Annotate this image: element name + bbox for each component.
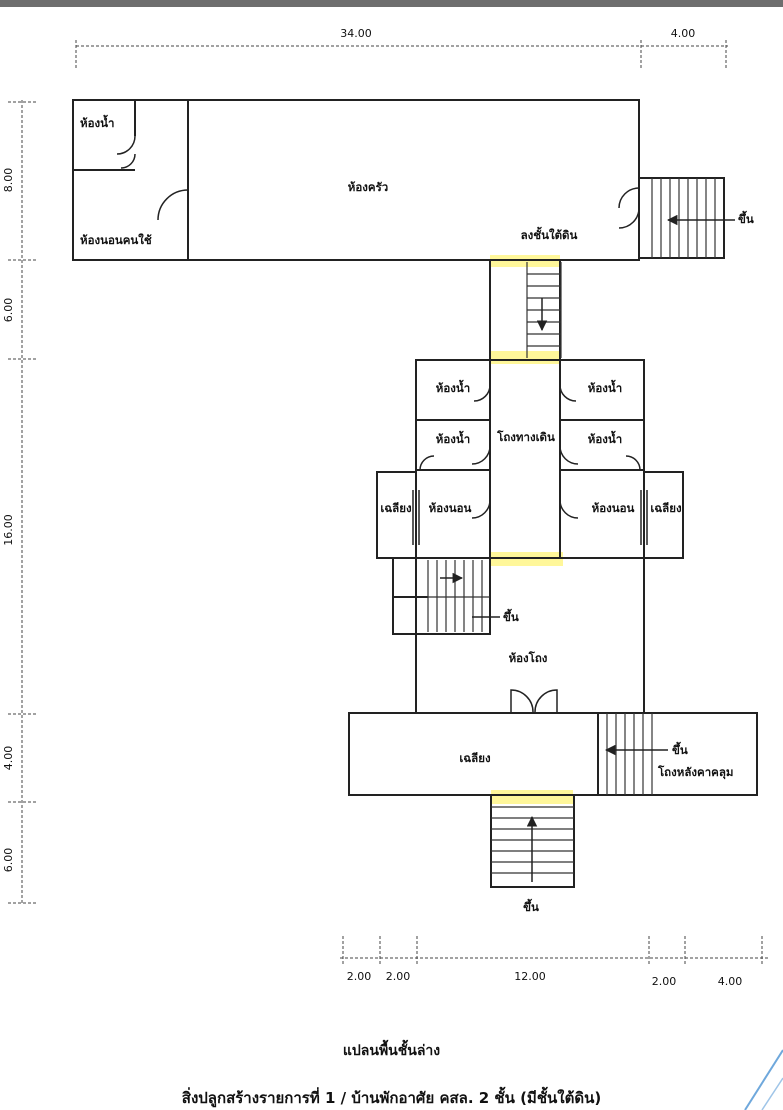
label-stairs-up-kitchen: ขึ้น (738, 210, 754, 226)
room-labels: ห้องน้ำ ห้องนอนคนใช้ ห้องครัว ขึ้น ลงชั้… (80, 114, 754, 914)
dim-left-1: 8.00 (2, 168, 15, 193)
dim-left-2: 6.00 (2, 298, 15, 323)
top-bar (0, 0, 783, 7)
dim-bottom-1: 2.00 (347, 970, 372, 983)
room-corridor: โถงทางเดิน (496, 429, 555, 444)
dim-bottom-4: 2.00 (652, 975, 677, 988)
room-bathroom-servant: ห้องน้ำ (80, 114, 114, 130)
stair-treads (427, 178, 716, 874)
dimension-labels: 34.00 4.00 8.00 6.00 16.00 4.00 6.00 2.0… (2, 27, 742, 988)
room-bath-lower-left: ห้องน้ำ (436, 430, 470, 446)
room-hall: ห้องโถง (509, 650, 548, 665)
dimension-lines (8, 40, 768, 966)
label-stairs-up-front: ขึ้น (523, 898, 539, 914)
room-bath-upper-left: ห้องน้ำ (436, 379, 470, 395)
plan-title: แปลนพื้นชั้นล่าง (342, 1043, 441, 1059)
room-front-veranda: เฉลียง (459, 751, 491, 765)
dim-left-4: 4.00 (2, 746, 15, 771)
room-veranda-left: เฉลียง (380, 501, 412, 515)
label-basement-stairs: ลงชั้นใต้ดิน (521, 226, 578, 242)
walls (72, 99, 758, 888)
room-bath-lower-right: ห้องน้ำ (588, 430, 622, 446)
floor-plan: 34.00 4.00 8.00 6.00 16.00 4.00 6.00 2.0… (2, 27, 768, 988)
label-stairs-up-side: ขึ้น (672, 741, 688, 757)
room-bedroom-right: ห้องนอน (592, 501, 635, 515)
dim-left-3: 16.00 (2, 514, 15, 546)
doors (116, 135, 648, 713)
room-veranda-right: เฉลียง (650, 501, 682, 515)
building-title: สิ่งปลูกสร้างรายการที่ 1 / บ้านพักอาศัย … (181, 1089, 602, 1107)
room-servant-bedroom: ห้องนอนคนใช้ (80, 233, 152, 247)
stair-arrows (440, 214, 735, 882)
label-stairs-up-inner: ขึ้น (503, 608, 519, 624)
dim-bottom-5: 4.00 (718, 975, 743, 988)
dim-bottom-3: 12.00 (514, 970, 546, 983)
dim-left-5: 6.00 (2, 848, 15, 873)
room-bath-upper-right: ห้องน้ำ (588, 379, 622, 395)
room-bedroom-left: ห้องนอน (429, 501, 472, 515)
dim-bottom-2: 2.00 (386, 970, 411, 983)
room-covered-porch: โถงหลังคาคลุม (657, 764, 733, 780)
dim-top-1: 34.00 (340, 27, 372, 40)
dim-top-2: 4.00 (671, 27, 696, 40)
room-kitchen: ห้องครัว (348, 180, 388, 194)
